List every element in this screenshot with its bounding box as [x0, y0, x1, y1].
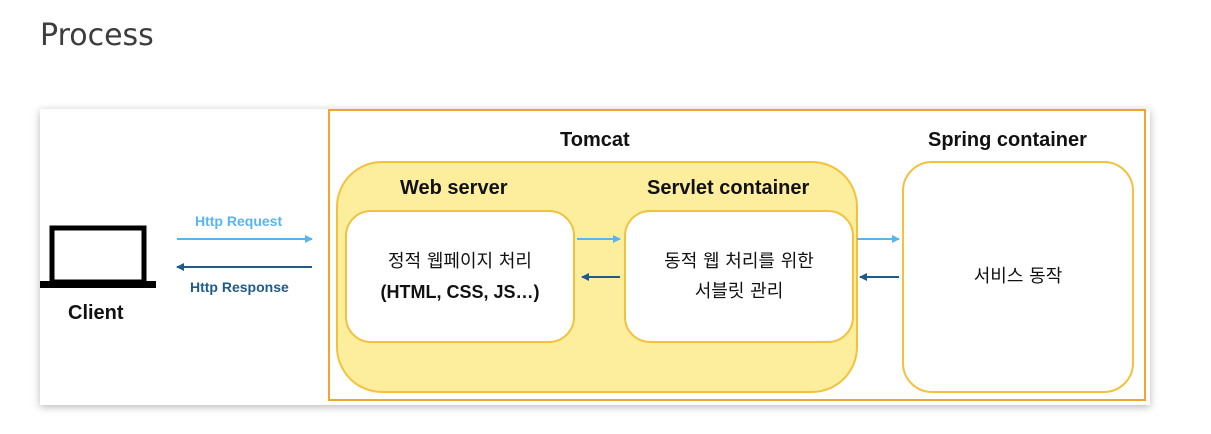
- spring-desc: 서비스 동작: [973, 266, 1063, 287]
- servlet-desc-line1: 동적 웹 처리를 위한: [664, 250, 814, 272]
- spring-container-box: 서비스 동작: [902, 161, 1134, 393]
- servlet-container-label: Servlet container: [647, 177, 810, 199]
- web-server-label: Web server: [400, 177, 508, 199]
- laptop-icon: [40, 225, 156, 288]
- spring-container-label: Spring container: [928, 129, 1087, 151]
- web-server-desc: 정적 웹페이지 처리: [388, 250, 532, 272]
- servlet-container-box: 동적 웹 처리를 위한 서블릿 관리: [624, 210, 854, 343]
- tomcat-box: [328, 109, 1146, 401]
- web-server-formats: (HTML, CSS, JS…): [380, 281, 540, 302]
- web-server-box: 정적 웹페이지 처리 (HTML, CSS, JS…): [345, 210, 575, 343]
- http-request-label: Http Request: [195, 213, 283, 229]
- servlet-desc-line2: 서블릿 관리: [694, 280, 784, 302]
- page-title: Process: [40, 18, 154, 53]
- tomcat-label: Tomcat: [560, 129, 630, 151]
- http-response-label: Http Response: [190, 279, 289, 295]
- client-label: Client: [68, 302, 124, 324]
- flow-arrows: [176, 235, 900, 281]
- architecture-diagram: Tomcat Spring container Web server Servl…: [40, 109, 1150, 405]
